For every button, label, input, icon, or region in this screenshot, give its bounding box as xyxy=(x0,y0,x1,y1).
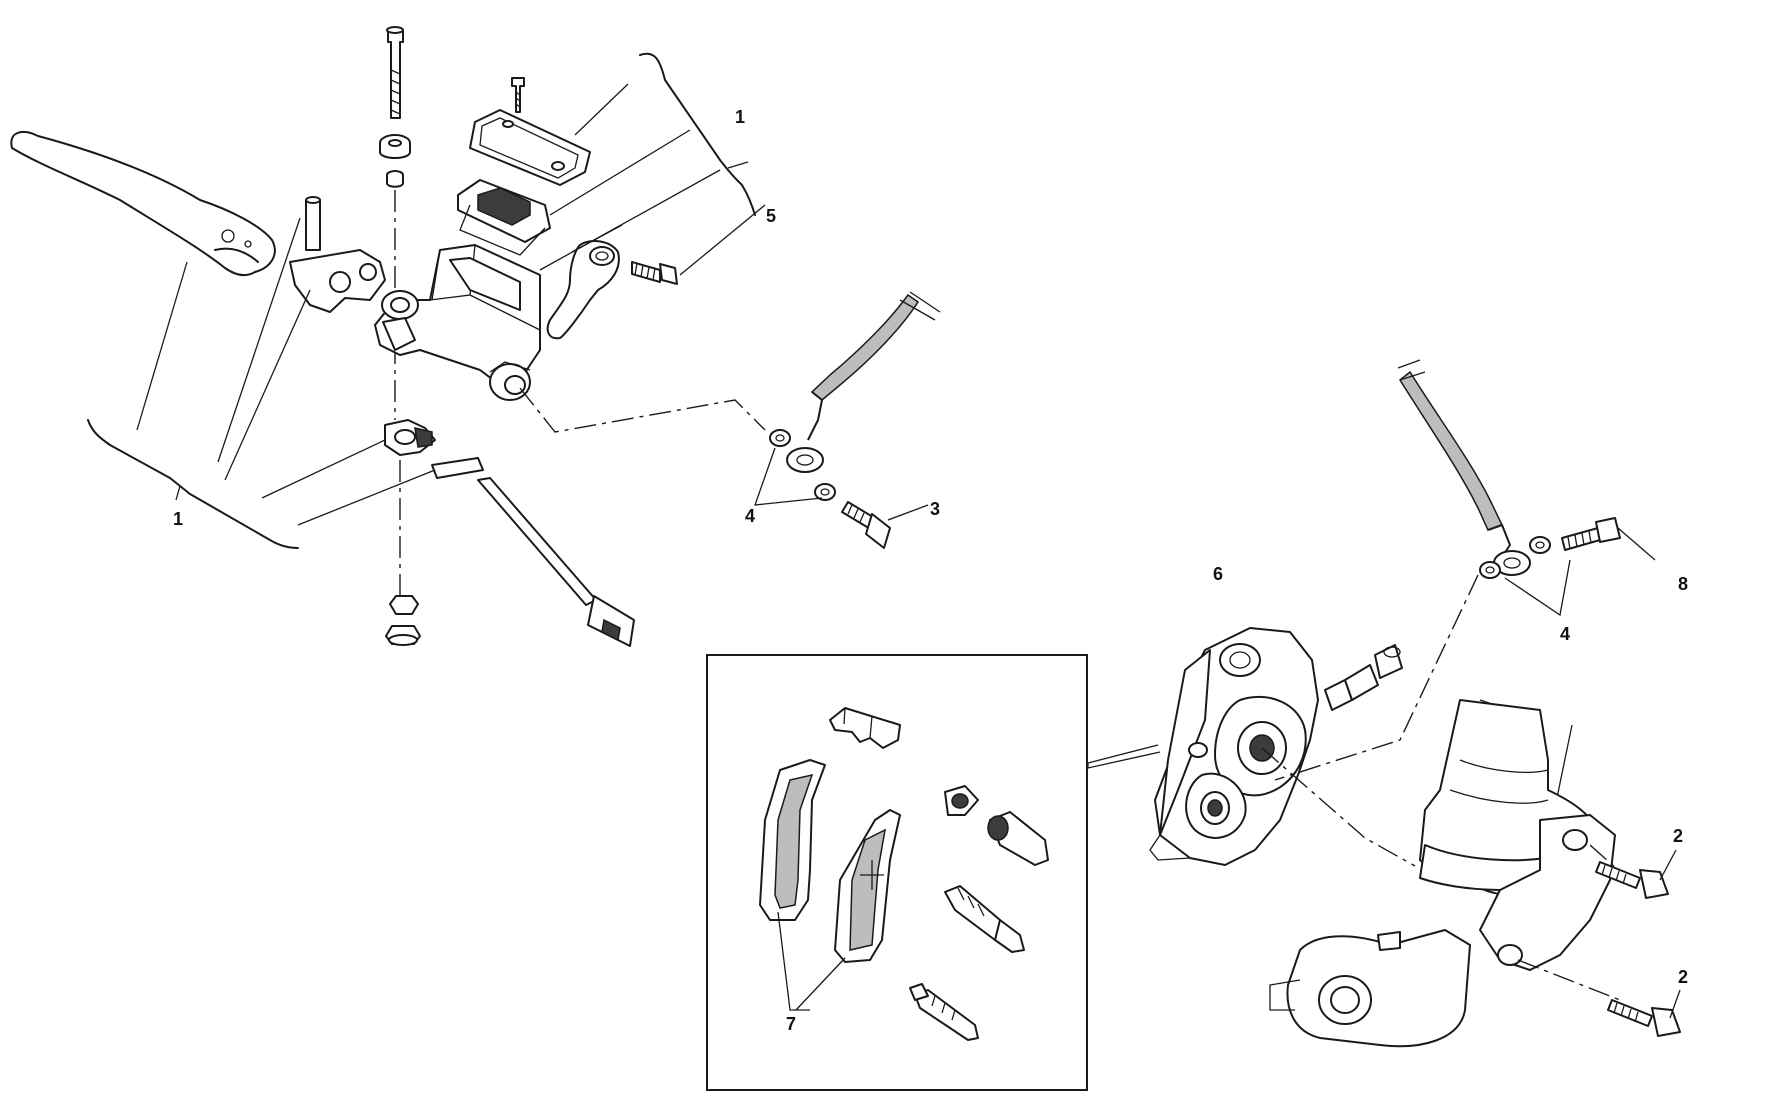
fork-leg xyxy=(1269,699,1681,1048)
callout-1-left: 1 xyxy=(173,509,183,529)
callout-4-upper: 4 xyxy=(745,506,755,526)
callout-1-top: 1 xyxy=(735,107,745,127)
callout-8: 8 xyxy=(1678,574,1688,594)
bracket-1-top xyxy=(639,52,756,216)
callout-2-b: 2 xyxy=(1678,967,1688,987)
pad-pin-short xyxy=(914,989,979,1041)
bracket-1-left xyxy=(87,419,299,549)
copper-washer-lower-b xyxy=(1529,536,1551,554)
lever-pin xyxy=(305,199,321,251)
callout-3: 3 xyxy=(930,499,940,519)
upper-hose-assembly xyxy=(519,291,941,549)
master-cylinder-assembly xyxy=(10,26,766,647)
brake-light-switch xyxy=(431,457,484,479)
long-bolt xyxy=(387,29,404,119)
bottom-nut xyxy=(389,595,419,615)
callout-2-a: 2 xyxy=(1673,826,1683,846)
callout-7: 7 xyxy=(786,1014,796,1034)
brake-hose-upper xyxy=(810,293,920,401)
brake-pad-inset xyxy=(706,654,1088,1091)
reservoir-cover xyxy=(469,109,591,186)
copper-washer-lower-a xyxy=(1479,561,1501,579)
brake-lever xyxy=(10,131,276,277)
copper-washer-upper-b xyxy=(814,483,836,501)
callout-5: 5 xyxy=(766,206,776,226)
banjo-fitting-upper xyxy=(786,447,824,473)
copper-washer-upper-a xyxy=(769,429,791,447)
lower-hose-assembly xyxy=(1274,359,1656,781)
callout-4-lower: 4 xyxy=(1560,624,1570,644)
brake-hose-lower xyxy=(1399,370,1504,531)
callout-6: 6 xyxy=(1213,564,1223,584)
brake-caliper xyxy=(1087,627,1416,867)
